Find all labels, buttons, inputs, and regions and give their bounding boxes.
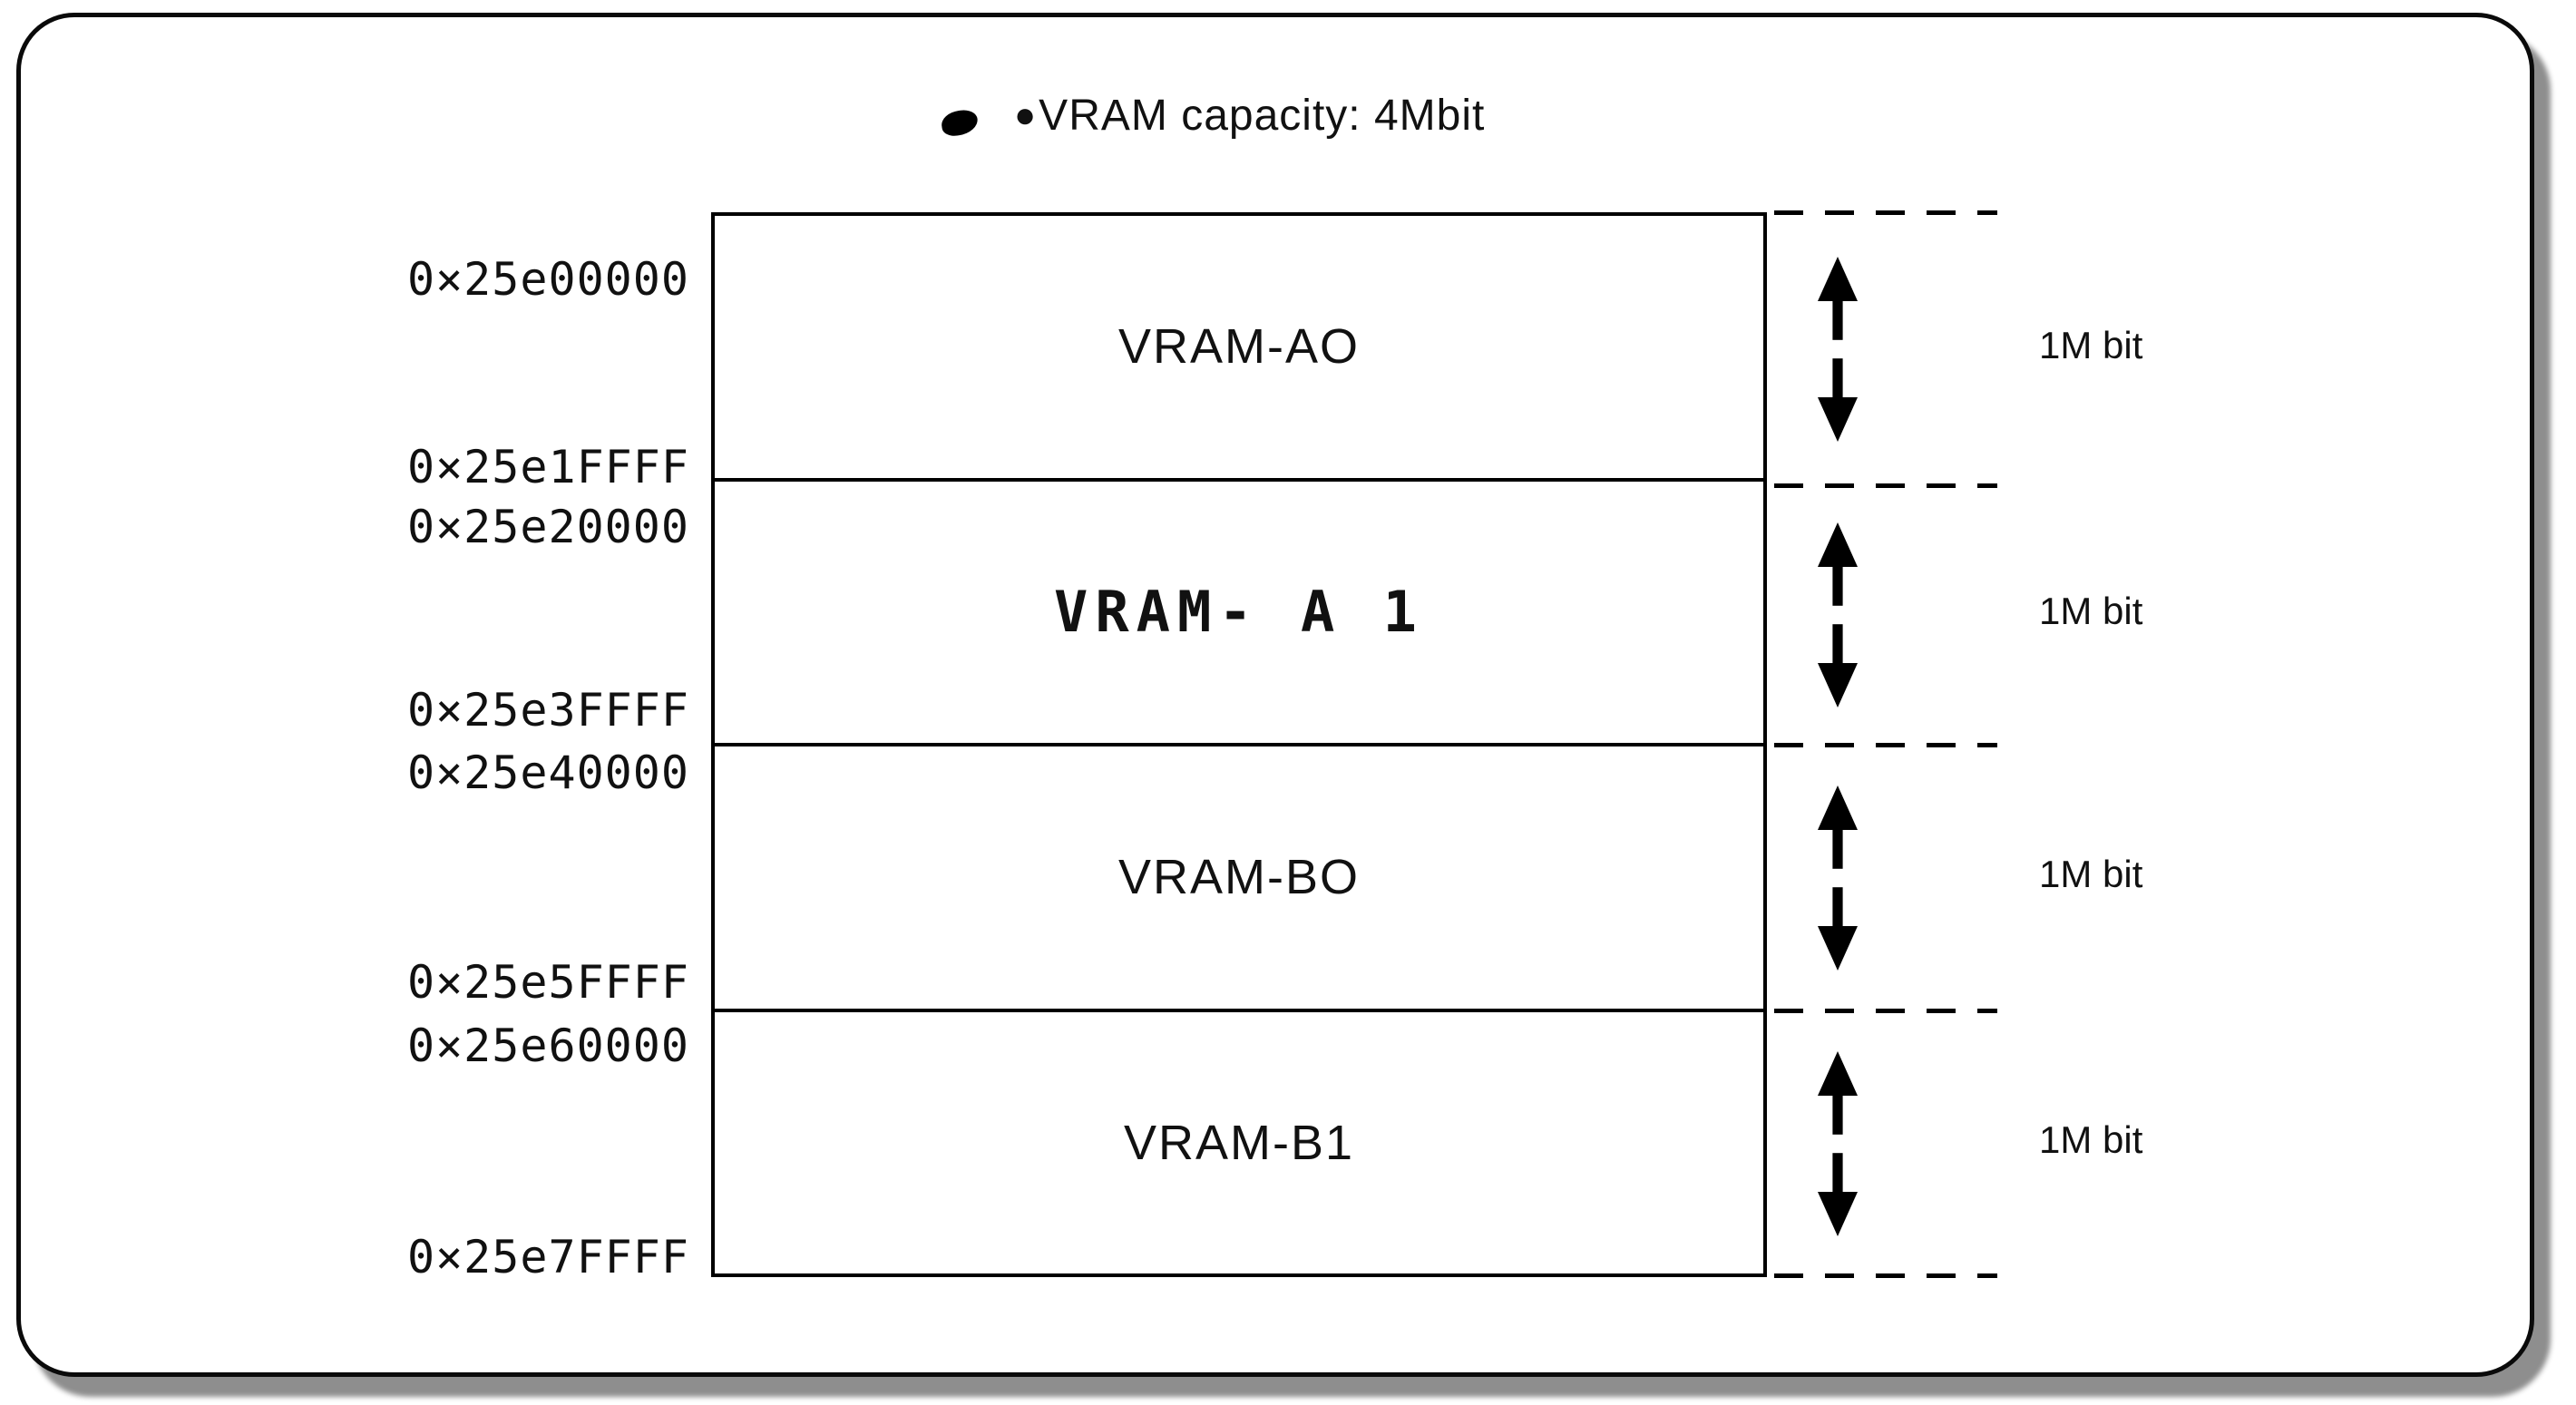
end-address-label: 0×25e1FFFF: [406, 441, 689, 493]
dashed-boundary-line: [1774, 1009, 1997, 1013]
memory-block-name: VRAM-BO: [1117, 850, 1361, 905]
end-address-label: 0×25e3FFFF: [406, 684, 689, 737]
block-size-label: 1M bit: [2039, 590, 2143, 632]
dashed-boundary-line: [1774, 1273, 1997, 1278]
dashed-boundary-line: [1774, 483, 1997, 488]
up-down-arrow-icon: [1818, 522, 1858, 707]
dashed-boundary-line: [1774, 743, 1997, 747]
memory-map-box: VRAM-AO VRAM- A 1 VRAM-BO VRAM-B1: [711, 212, 1767, 1277]
memory-block-name: VRAM-B1: [1123, 1115, 1355, 1170]
block-size-label: 1M bit: [2039, 324, 2143, 366]
block-size-label: 1M bit: [2039, 1118, 2143, 1161]
bullet-icon: ●: [1014, 95, 1038, 135]
figure-title-text: VRAM capacity: 4Mbit: [1039, 92, 1486, 140]
memory-block-row: VRAM-B1: [715, 1012, 1763, 1274]
block-size-label: 1M bit: [2039, 853, 2143, 895]
start-address-label: 0×25e20000: [406, 501, 689, 553]
memory-block-row: VRAM- A 1: [715, 482, 1763, 746]
memory-block-row: VRAM-BO: [715, 746, 1763, 1012]
up-down-arrow-icon: [1818, 1051, 1858, 1236]
start-address-label: 0×25e40000: [406, 746, 689, 799]
end-address-label: 0×25e5FFFF: [406, 956, 689, 1009]
memory-block-row: VRAM-AO: [715, 216, 1763, 482]
start-address-label: 0×25e00000: [406, 253, 689, 306]
up-down-arrow-icon: [1818, 785, 1858, 971]
start-address-label: 0×25e60000: [406, 1020, 689, 1072]
figure-title: ●VRAM capacity: 4Mbit: [1014, 91, 1485, 141]
dashed-boundary-line: [1774, 210, 1997, 215]
up-down-arrow-icon: [1818, 257, 1858, 442]
end-address-label: 0×25e7FFFF: [406, 1231, 689, 1283]
memory-block-name: VRAM-AO: [1117, 319, 1361, 375]
memory-block-name: VRAM- A 1: [1054, 579, 1424, 646]
